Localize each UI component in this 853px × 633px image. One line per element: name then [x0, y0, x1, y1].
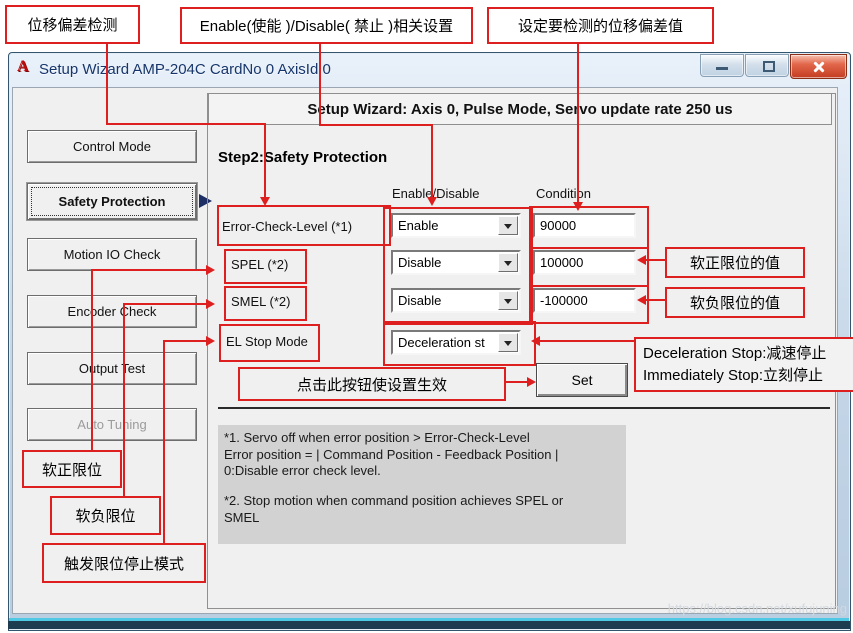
- window-title: Setup Wizard AMP-204C CardNo 0 AxisId 0: [39, 61, 331, 78]
- dropdown-arrow-button[interactable]: [498, 291, 518, 310]
- connector-line: [646, 259, 665, 261]
- close-button[interactable]: [790, 54, 847, 79]
- connector-line: [319, 124, 433, 126]
- arrow-icon: [206, 336, 215, 346]
- section-divider: [218, 407, 830, 409]
- footnote-2: *2. Stop motion when command position ac…: [224, 492, 564, 525]
- button-label: Control Mode: [72, 139, 152, 154]
- callout-stop-mode-explanation: Deceleration Stop:减速停止 Immediately Stop:…: [634, 337, 853, 392]
- callout-soft-positive-limit: 软正限位: [22, 450, 122, 488]
- callout-enable-disable: Enable(使能 )/Disable( 禁止 )相关设置: [180, 7, 473, 44]
- dropdown-spel[interactable]: Disable: [391, 250, 521, 275]
- callout-set-hint: 点击此按钮使设置生效: [238, 367, 506, 401]
- callout-smel-value: 软负限位的值: [665, 287, 805, 318]
- restore-button[interactable]: [745, 54, 789, 77]
- chevron-down-icon: [504, 260, 512, 266]
- connector-line: [431, 126, 433, 198]
- connector-line: [91, 269, 206, 271]
- restore-icon: [763, 61, 775, 72]
- row-label-spel: SPEL (*2): [231, 257, 289, 272]
- connector-line: [106, 40, 108, 124]
- footnotes-box: *1. Servo off when error position > Erro…: [218, 425, 626, 544]
- chevron-down-icon: [504, 298, 512, 304]
- connector-line: [106, 123, 266, 125]
- dropdown-error-check-level[interactable]: Enable: [391, 213, 521, 238]
- condition-input-error-check-level[interactable]: [533, 213, 636, 238]
- dropdown-value: Enable: [398, 218, 439, 233]
- app-logo-icon: A: [17, 58, 29, 75]
- dropdown-arrow-button[interactable]: [498, 333, 518, 352]
- dropdown-arrow-button[interactable]: [498, 253, 518, 272]
- callout-spel-value: 软正限位的值: [665, 247, 805, 278]
- condition-input-smel[interactable]: [533, 288, 636, 313]
- chevron-down-icon: [504, 223, 512, 229]
- window-border-accent: [9, 618, 849, 621]
- button-label: Auto Tuning: [77, 417, 147, 432]
- watermark-text: https://blog.csdn.net/xufujuning: [667, 601, 847, 616]
- footnote-1: *1. Servo off when error position > Erro…: [224, 430, 559, 479]
- window-border-bottom: [8, 621, 850, 629]
- button-label: Encoder Check: [67, 304, 157, 319]
- arrow-icon: [260, 197, 270, 206]
- active-item-arrow-icon: [199, 194, 212, 208]
- set-button[interactable]: Set: [536, 363, 628, 397]
- connector-line: [123, 304, 125, 496]
- column-header-enable-disable: Enable/Disable: [392, 186, 480, 201]
- condition-input-spel[interactable]: [533, 250, 636, 275]
- connector-line: [91, 270, 93, 450]
- dropdown-el-stop-mode[interactable]: Deceleration st: [391, 330, 521, 355]
- callout-limit-stop-mode: 触发限位停止模式: [42, 543, 206, 583]
- sidebar-button-control-mode[interactable]: Control Mode: [27, 130, 197, 163]
- button-label: Motion IO Check: [63, 247, 161, 262]
- connector-line: [577, 40, 579, 203]
- button-label: Safety Protection: [58, 194, 166, 209]
- row-label-error-check-level: Error-Check-Level (*1): [222, 219, 353, 234]
- connector-line: [163, 340, 206, 342]
- arrow-icon: [531, 336, 540, 346]
- sidebar-button-output-test[interactable]: Output Test: [27, 352, 197, 385]
- dropdown-value: Disable: [398, 255, 442, 270]
- wizard-header: Setup Wizard: Axis 0, Pulse Mode, Servo …: [208, 93, 832, 125]
- arrow-icon: [637, 295, 646, 305]
- connector-line: [319, 40, 321, 126]
- sidebar-button-auto-tuning: Auto Tuning: [27, 408, 197, 441]
- callout-condition-value: 设定要检测的位移偏差值: [487, 7, 714, 44]
- callout-soft-negative-limit: 软负限位: [50, 496, 161, 535]
- chevron-down-icon: [504, 340, 512, 346]
- connector-line: [123, 303, 206, 305]
- connector-line: [264, 125, 266, 198]
- connector-line: [540, 340, 634, 342]
- arrow-icon: [206, 299, 215, 309]
- sidebar-button-motion-io-check[interactable]: Motion IO Check: [27, 238, 197, 271]
- button-label: Output Test: [78, 361, 146, 376]
- dropdown-value: Deceleration st: [398, 335, 485, 350]
- sidebar-button-encoder-check[interactable]: Encoder Check: [27, 295, 197, 328]
- connector-line: [646, 299, 665, 301]
- callout-error-check: 位移偏差检测: [5, 5, 140, 44]
- row-label-smel: SMEL (*2): [231, 294, 291, 309]
- sidebar-button-safety-protection[interactable]: Safety Protection: [27, 183, 197, 220]
- dropdown-value: Disable: [398, 293, 442, 308]
- minimize-icon: [716, 67, 728, 70]
- connector-line: [163, 341, 165, 543]
- arrow-icon: [637, 255, 646, 265]
- arrow-icon: [527, 377, 536, 387]
- row-label-el-stop-mode: EL Stop Mode: [226, 334, 308, 349]
- arrow-icon: [427, 197, 437, 206]
- connector-line: [502, 381, 527, 383]
- step-title: Step2:Safety Protection: [218, 149, 388, 166]
- arrow-icon: [206, 265, 215, 275]
- dropdown-smel[interactable]: Disable: [391, 288, 521, 313]
- dropdown-arrow-button[interactable]: [498, 216, 518, 235]
- arrow-icon: [573, 202, 583, 211]
- column-header-condition: Condition: [536, 186, 591, 201]
- minimize-button[interactable]: [700, 54, 744, 77]
